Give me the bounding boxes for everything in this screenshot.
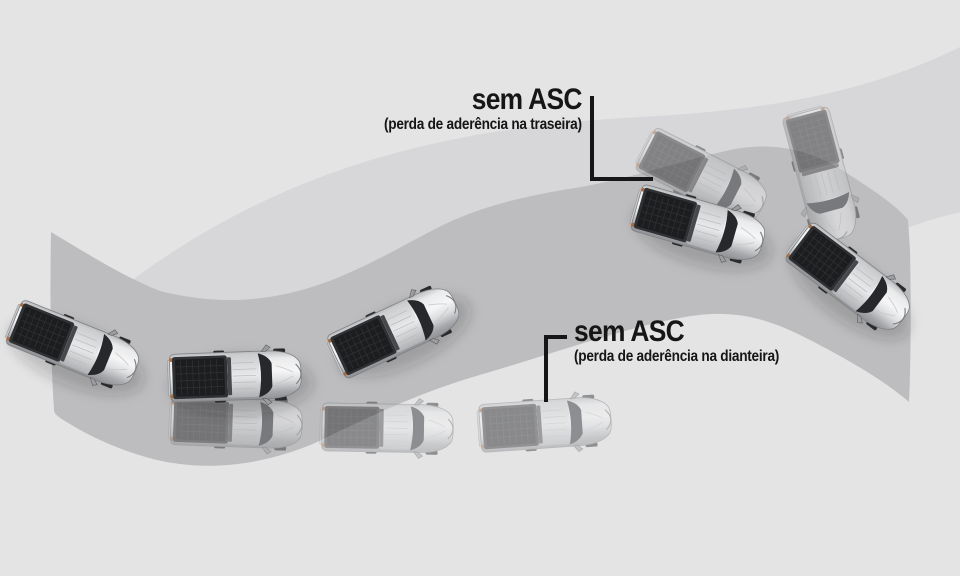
truck-path-2: [166, 343, 303, 409]
rear-loss-subtitle: (perda de aderência na traseira): [384, 116, 582, 134]
front-loss-heading: sem ASC: [574, 315, 685, 348]
callout-front-loss: sem ASC (perda de aderência na dianteira…: [574, 316, 779, 365]
ghost-understeer-2: [318, 396, 455, 460]
front-loss-connector-line: [544, 335, 567, 402]
rear-loss-heading: sem ASC: [471, 83, 583, 116]
rear-loss-connector-line: [590, 96, 653, 181]
front-loss-subtitle: (perda de aderência na dianteira): [574, 348, 780, 366]
callout-rear-loss: sem ASC (perda de aderência na traseira): [384, 84, 582, 133]
